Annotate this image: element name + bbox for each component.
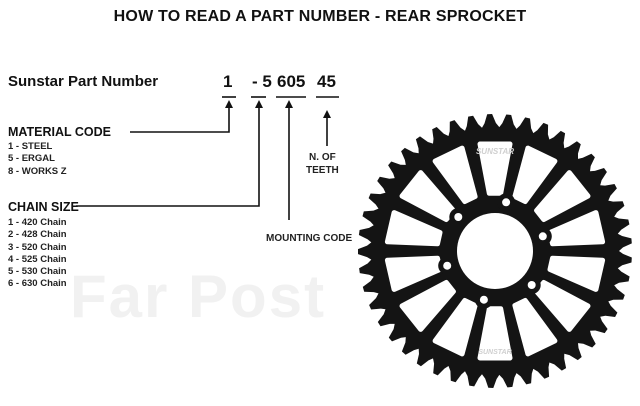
sprocket-cutout bbox=[432, 298, 478, 357]
chain-item: 1 - 420 Chain bbox=[8, 217, 67, 228]
chain-item: 4 - 525 Chain bbox=[8, 253, 67, 265]
part-number-segment-mounting: 605 bbox=[277, 72, 306, 91]
sprocket-brand-mark-bottom: SUNSTAR bbox=[478, 349, 511, 356]
teeth-callout: N. OF TEETH bbox=[306, 151, 339, 177]
page-title: HOW TO READ A PART NUMBER - REAR SPROCKE… bbox=[113, 8, 527, 25]
material-item: 1 - STEEL bbox=[8, 141, 53, 152]
teeth-callout-line2: TEETH bbox=[306, 165, 339, 176]
part-number-segment-material: 1 bbox=[223, 72, 233, 91]
bolt-hole bbox=[479, 295, 488, 304]
sprocket-cutout bbox=[512, 298, 558, 357]
sprocket-cutout bbox=[399, 280, 456, 332]
part-number-label: Sunstar Part Number bbox=[8, 73, 159, 90]
chain-size-title: CHAIN SIZE bbox=[8, 200, 79, 214]
teeth-callout-line1: N. OF bbox=[309, 152, 336, 163]
sprocket-cutout bbox=[477, 141, 513, 196]
bolt-hole bbox=[502, 198, 511, 207]
sprocket-bolt-holes bbox=[438, 193, 552, 309]
chain-connector-line bbox=[76, 104, 260, 207]
material-connector-line bbox=[130, 104, 230, 133]
sprocket-cutout bbox=[547, 255, 606, 292]
chain-item: 3 - 520 Chain bbox=[8, 241, 67, 253]
chain-item: 6 - 630 Chain bbox=[8, 278, 67, 290]
watermark-text: Far Post bbox=[70, 263, 327, 330]
bolt-hole bbox=[454, 213, 463, 221]
sprocket-cutout bbox=[384, 210, 443, 247]
sprocket-cutout bbox=[512, 145, 558, 204]
sprocket-cutouts bbox=[384, 141, 606, 361]
chain-item: 2 - 428 Chain bbox=[8, 229, 67, 241]
sprocket-cutout bbox=[384, 255, 443, 292]
material-arrow-icon bbox=[225, 100, 233, 108]
material-code-list: 1 - STEEL 5 - ERGAL 8 - WORKS Z bbox=[8, 141, 67, 178]
material-item: 8 - WORKS Z bbox=[8, 165, 67, 177]
sprocket-center-bore bbox=[457, 213, 533, 289]
teeth-arrow-icon bbox=[323, 110, 331, 118]
mounting-arrow-icon bbox=[285, 100, 293, 108]
part-number-segment-chain: - 5 bbox=[252, 72, 272, 91]
sprocket-cutout bbox=[477, 306, 513, 361]
bolt-hole bbox=[538, 232, 547, 241]
sprocket-cutout bbox=[534, 170, 591, 222]
mounting-code-callout: MOUNTING CODE bbox=[266, 233, 353, 244]
chain-arrow-icon bbox=[255, 100, 263, 108]
bolt-hole bbox=[443, 261, 452, 270]
material-code-title: MATERIAL CODE bbox=[8, 125, 112, 139]
chain-size-list: 1 - 420 Chain 2 - 428 Chain 3 - 520 Chai… bbox=[8, 217, 67, 291]
rear-sprocket-image: SUNSTAR SUNSTAR bbox=[358, 114, 632, 388]
chain-item: 5 - 530 Chain bbox=[8, 266, 67, 278]
bolt-hole bbox=[527, 281, 536, 289]
sprocket-cutout bbox=[432, 145, 478, 204]
material-item: 5 - ERGAL bbox=[8, 153, 55, 165]
sprocket-brand-mark: SUNSTAR bbox=[476, 147, 514, 156]
sprocket-cutout bbox=[547, 210, 606, 247]
part-number-segment-teeth: 45 bbox=[317, 72, 336, 91]
